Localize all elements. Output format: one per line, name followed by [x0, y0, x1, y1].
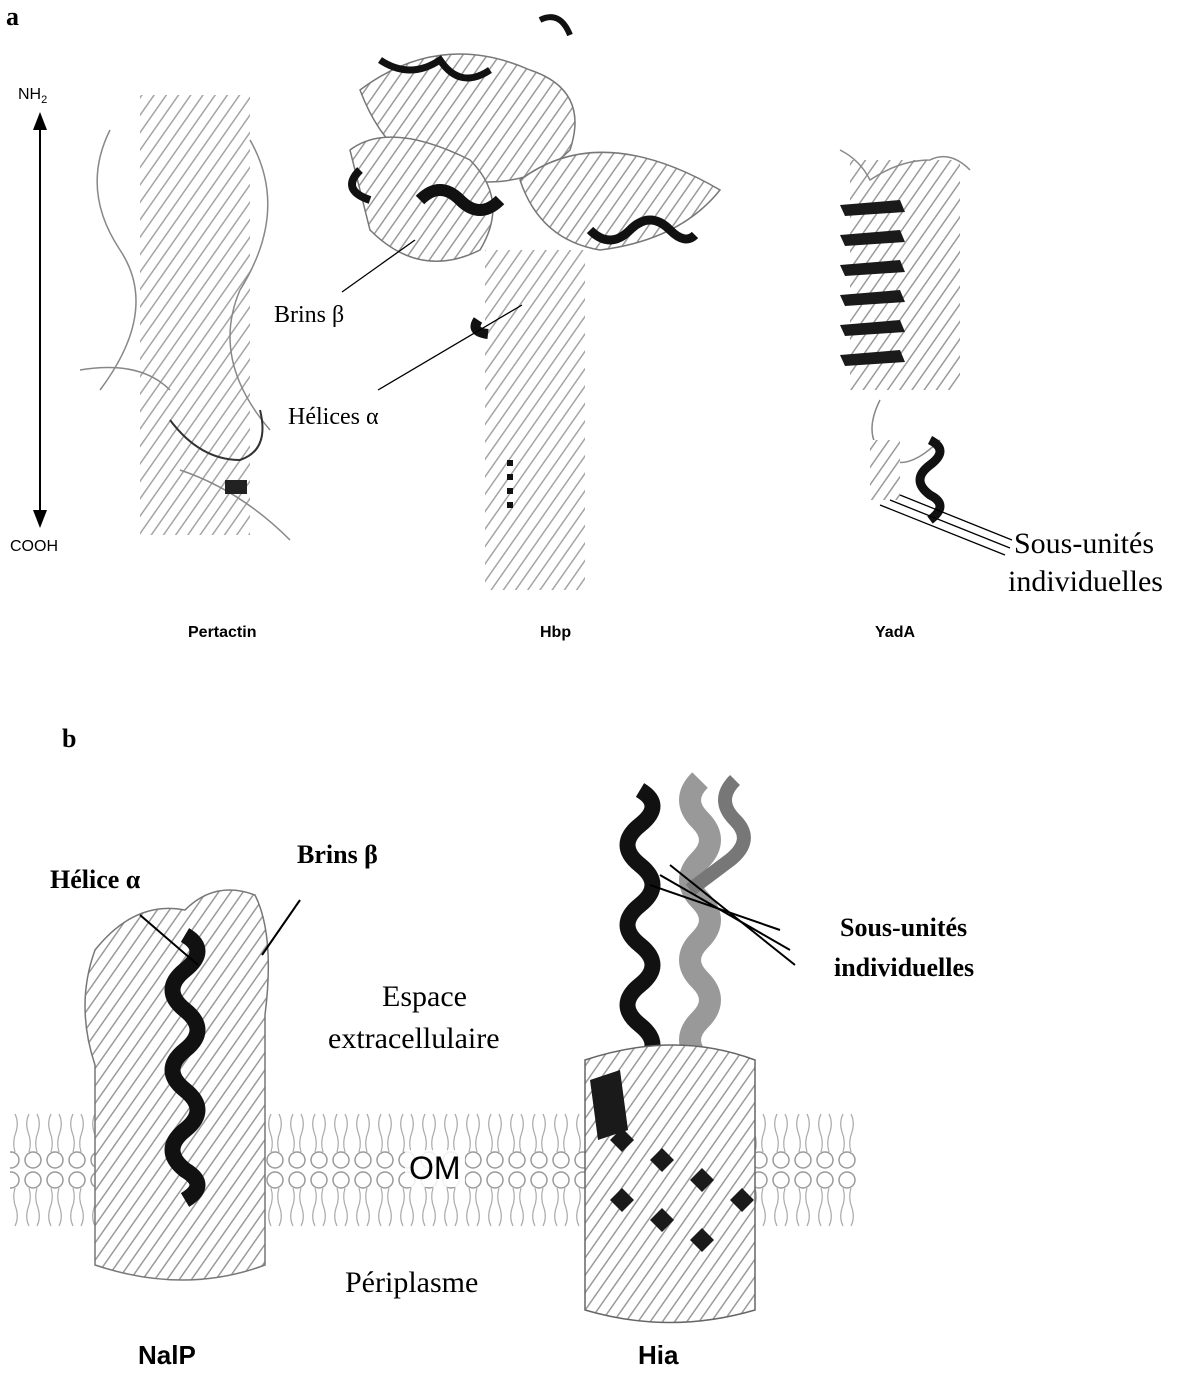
hbp-structure — [350, 17, 720, 590]
axis-nh2-text: NH — [18, 86, 41, 103]
yada-structure — [840, 150, 970, 520]
label-sous-unites-a-line2: individuelles — [1008, 565, 1163, 599]
panel-a-letter: a — [6, 2, 19, 32]
caption-hia: Hia — [638, 1340, 678, 1371]
label-sous-unites-b-line2: individuelles — [834, 953, 974, 983]
label-brins-beta-a: Brins β — [274, 302, 344, 329]
label-brins-beta-b: Brins β — [297, 840, 378, 870]
label-sous-unites-a-line1: Sous-unités — [1014, 527, 1154, 561]
axis-cooh-label: COOH — [10, 538, 58, 556]
label-espace-line2: extracellulaire — [328, 1022, 500, 1056]
caption-pertactin: Pertactin — [188, 624, 256, 642]
label-espace-line1: Espace — [382, 980, 467, 1014]
hia-structure — [585, 780, 795, 1323]
caption-hbp: Hbp — [540, 624, 571, 642]
pertactin-structure — [80, 95, 290, 540]
label-periplasme: Périplasme — [345, 1266, 478, 1300]
terminus-axis-arrow — [33, 112, 47, 528]
panel-b-letter: b — [62, 724, 76, 754]
label-helices-alpha-a: Hélices α — [288, 404, 379, 431]
axis-nh2-label: NH2 — [18, 86, 47, 106]
label-om: OM — [405, 1150, 465, 1187]
axis-nh2-subscript: 2 — [41, 94, 47, 106]
caption-yada: YadA — [875, 624, 915, 642]
caption-nalp: NalP — [138, 1340, 196, 1371]
label-helice-alpha-b: Hélice α — [50, 865, 140, 895]
label-sous-unites-b-line1: Sous-unités — [840, 913, 967, 943]
